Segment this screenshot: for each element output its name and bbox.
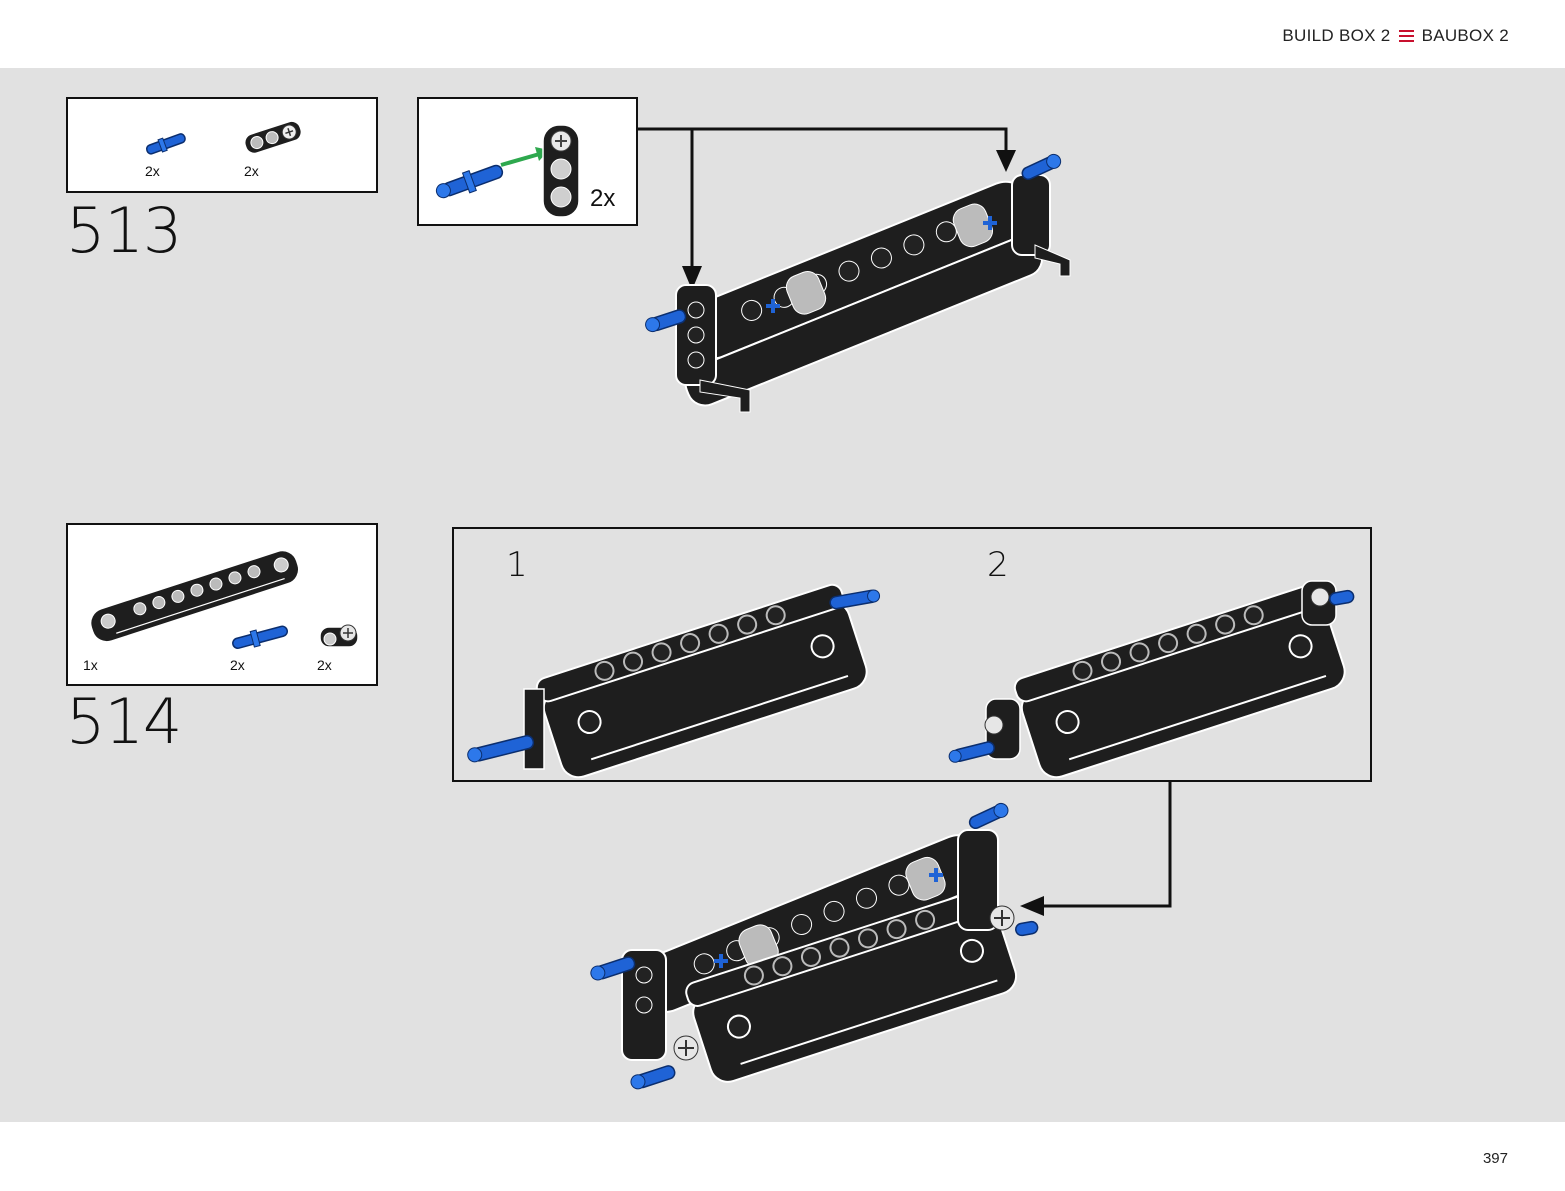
part-qty: 1x <box>83 657 98 673</box>
callout-514: 1 2 <box>452 527 1372 782</box>
blue-axle-pin-icon <box>232 625 289 649</box>
blue-pin-icon <box>145 133 186 155</box>
page-header: BUILD BOX 2 BAUBOX 2 <box>0 0 1565 68</box>
callout-qty: 2x <box>590 185 616 212</box>
parts-list-513: 2x 2x <box>66 97 378 193</box>
sub-step-2-illustration <box>948 580 1355 779</box>
step-number-514: 514 <box>66 685 182 758</box>
black-beam-assembly-icon <box>89 549 300 643</box>
header-title-left: BUILD BOX 2 <box>1282 26 1391 45</box>
step-514-assembly <box>590 802 1039 1090</box>
parts-list-514: 1x 2x 2x <box>66 523 378 686</box>
pin-insert-illustration <box>435 124 580 218</box>
cross-connector-icon <box>319 624 359 648</box>
sub-step-number: 2 <box>987 545 1009 585</box>
menu-icon <box>1398 30 1414 42</box>
step-513-assembly <box>645 153 1071 413</box>
part-qty: 2x <box>244 163 259 179</box>
black-connector-icon <box>243 120 303 155</box>
part-qty: 2x <box>317 657 332 673</box>
header-title-right: BAUBOX 2 <box>1421 26 1509 45</box>
part-qty: 2x <box>145 163 160 179</box>
header-title: BUILD BOX 2 BAUBOX 2 <box>1282 26 1509 46</box>
part-qty: 2x <box>230 657 245 673</box>
page-number: 397 <box>1482 1150 1508 1167</box>
sub-step-1-illustration <box>467 583 881 779</box>
step-514-arrow <box>1020 780 1172 916</box>
sub-step-number: 1 <box>506 545 528 585</box>
callout-513: 2x <box>417 97 638 226</box>
page-footer: 397 <box>0 1122 1565 1191</box>
step-number-513: 513 <box>66 194 182 267</box>
step-513-arrows <box>638 127 1016 290</box>
